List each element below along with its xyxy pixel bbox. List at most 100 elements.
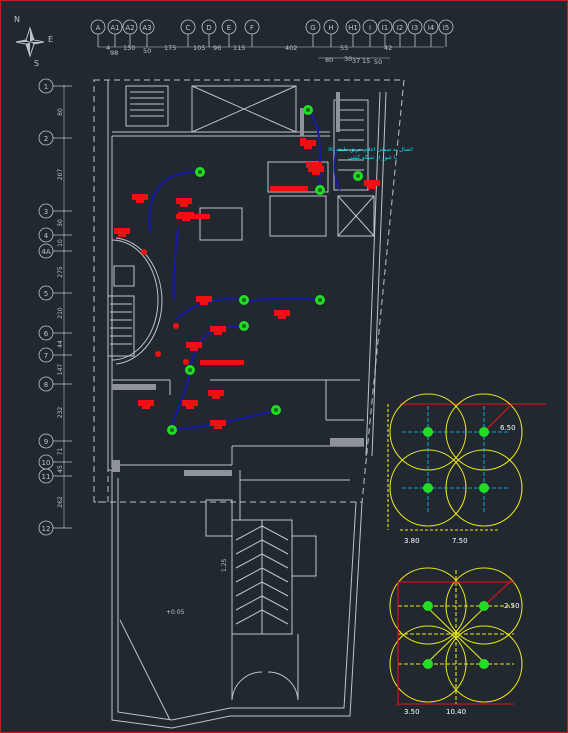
grid-bubble-11: 11 — [38, 468, 72, 484]
dim-left-5: 210 — [57, 307, 64, 319]
grid-label: I1 — [382, 24, 389, 32]
grid-bubble-12: 12 — [38, 520, 72, 536]
smoke-detector-icon — [185, 365, 195, 375]
grid-label: 6 — [44, 330, 49, 338]
grid-label: A2 — [125, 24, 134, 32]
dim-top-3: 50 — [143, 47, 151, 55]
dim-left-1: 207 — [57, 169, 64, 181]
dim-left-4: 275 — [57, 266, 64, 278]
cyan-note: اتصال به صمتی اعلام حریق طبقه بالا با عب… — [328, 147, 413, 161]
top-dimension-line — [98, 46, 444, 59]
dim-top-r2-6: 50 — [374, 58, 382, 66]
grid-label: A — [96, 24, 101, 32]
smoke-detector-icon — [195, 167, 205, 177]
dim-top-r2-1: 98 — [110, 49, 118, 57]
smoke-detector-icon — [303, 105, 313, 115]
smoke-detector-icon — [239, 295, 249, 305]
dim-top-8: 402 — [285, 44, 297, 52]
grid-bubble-I: I — [362, 19, 378, 47]
grid-bubble-D: D — [201, 19, 217, 47]
junction-icon — [141, 249, 147, 255]
grid-label: 10 — [42, 459, 51, 467]
smoke-detector-icon — [353, 171, 363, 181]
level-mark: +0.05 — [166, 609, 185, 616]
grid-bubble-1: 1 — [38, 78, 72, 94]
grid-label: 7 — [44, 352, 48, 360]
grid-label: 8 — [44, 381, 48, 389]
grid-bubble-2: 2 — [38, 130, 72, 146]
dim-top-6: 96 — [213, 44, 221, 52]
detail2-dim-left: 3.50 — [404, 708, 420, 716]
grid-label: I — [369, 24, 371, 32]
sounder-icon — [132, 194, 148, 203]
grid-label: 12 — [42, 525, 51, 533]
dim-top-r2-5: 15 — [362, 57, 370, 65]
dim-top-5: 105 — [193, 44, 205, 52]
alarm-devices — [114, 138, 380, 429]
grid-label: A1 — [110, 24, 119, 32]
sounder-icon — [308, 166, 324, 175]
grid-bubble-F: F — [244, 19, 260, 47]
dim-top-r2-3: 30 — [344, 55, 352, 63]
grid-label: 9 — [44, 438, 48, 446]
sounder-icon — [210, 420, 226, 429]
compass-icon: N E S — [14, 15, 53, 68]
grid-label: 11 — [42, 473, 51, 481]
grid-bubble-H1: H1 — [345, 19, 361, 47]
manual-call-point-icon — [270, 186, 308, 191]
grid-label: 3 — [44, 208, 48, 216]
sounder-icon — [176, 198, 192, 207]
dim-top-r2-2: 80 — [325, 56, 333, 64]
grid-bubble-C: C — [180, 19, 196, 47]
dim-top-r2-4: 37 — [352, 57, 360, 65]
grid-bubble-7: 7 — [38, 347, 72, 363]
grid-bubble-A: A — [90, 19, 106, 47]
dim-top-9: 55 — [340, 44, 348, 52]
thick-wall-segments — [112, 92, 364, 476]
detail1-dim-right: 7.50 — [452, 537, 468, 545]
grid-bubble-A3: A3 — [139, 19, 155, 47]
manual-call-point-icon — [300, 138, 306, 143]
smoke-detector-icon — [271, 405, 281, 415]
grid-bubble-I2: I2 — [392, 19, 408, 47]
grid-label: G — [310, 24, 315, 32]
grid-bubble-9: 9 — [38, 433, 72, 449]
grid-label: I4 — [428, 24, 435, 32]
grid-label: C — [186, 24, 191, 32]
grid-label: I5 — [443, 24, 450, 32]
manual-call-point-icon — [176, 214, 210, 219]
smoke-detectors — [167, 105, 363, 435]
stair-mark: 1.25 — [221, 558, 228, 572]
grid-bubble-4: 4 — [38, 227, 72, 243]
grid-label: H1 — [348, 24, 358, 32]
grid-bubble-5: 5 — [38, 285, 72, 301]
dim-left-3: 10 — [57, 239, 64, 247]
grid-label: I2 — [397, 24, 404, 32]
sounder-icon — [210, 326, 226, 335]
dim-left-7: 147 — [57, 364, 64, 376]
grid-bubble-I3: I3 — [407, 19, 423, 47]
dim-left-8: 232 — [57, 407, 64, 419]
detail1-dim-left: 3.80 — [404, 537, 420, 545]
sounder-icon — [186, 342, 202, 351]
note-line2: با عبور از شبکه کشی — [348, 154, 398, 161]
grid-label: 2 — [44, 135, 48, 143]
smoke-detector-icon — [239, 321, 249, 331]
sounder-icon — [208, 390, 224, 399]
coverage-detail-1: 6.50 3.80 7.50 — [387, 393, 546, 545]
dim-left-0: 80 — [57, 108, 64, 116]
compass-n: N — [14, 15, 20, 24]
dim-left-9: 71 — [57, 448, 64, 456]
junction-icon — [183, 359, 189, 365]
dim-top-1: 4 — [106, 44, 110, 52]
grid-label: F — [250, 24, 254, 32]
grid-label: 4A — [41, 248, 50, 256]
grid-label: E — [227, 24, 231, 32]
dim-top-7: 115 — [233, 44, 245, 52]
grid-bubble-6: 6 — [38, 325, 72, 341]
smoke-detector-icon — [167, 425, 177, 435]
grid-bubble-I4: I4 — [423, 19, 439, 47]
note-line1: اتصال به صمتی اعلام حریق طبقه بالا — [328, 147, 413, 153]
